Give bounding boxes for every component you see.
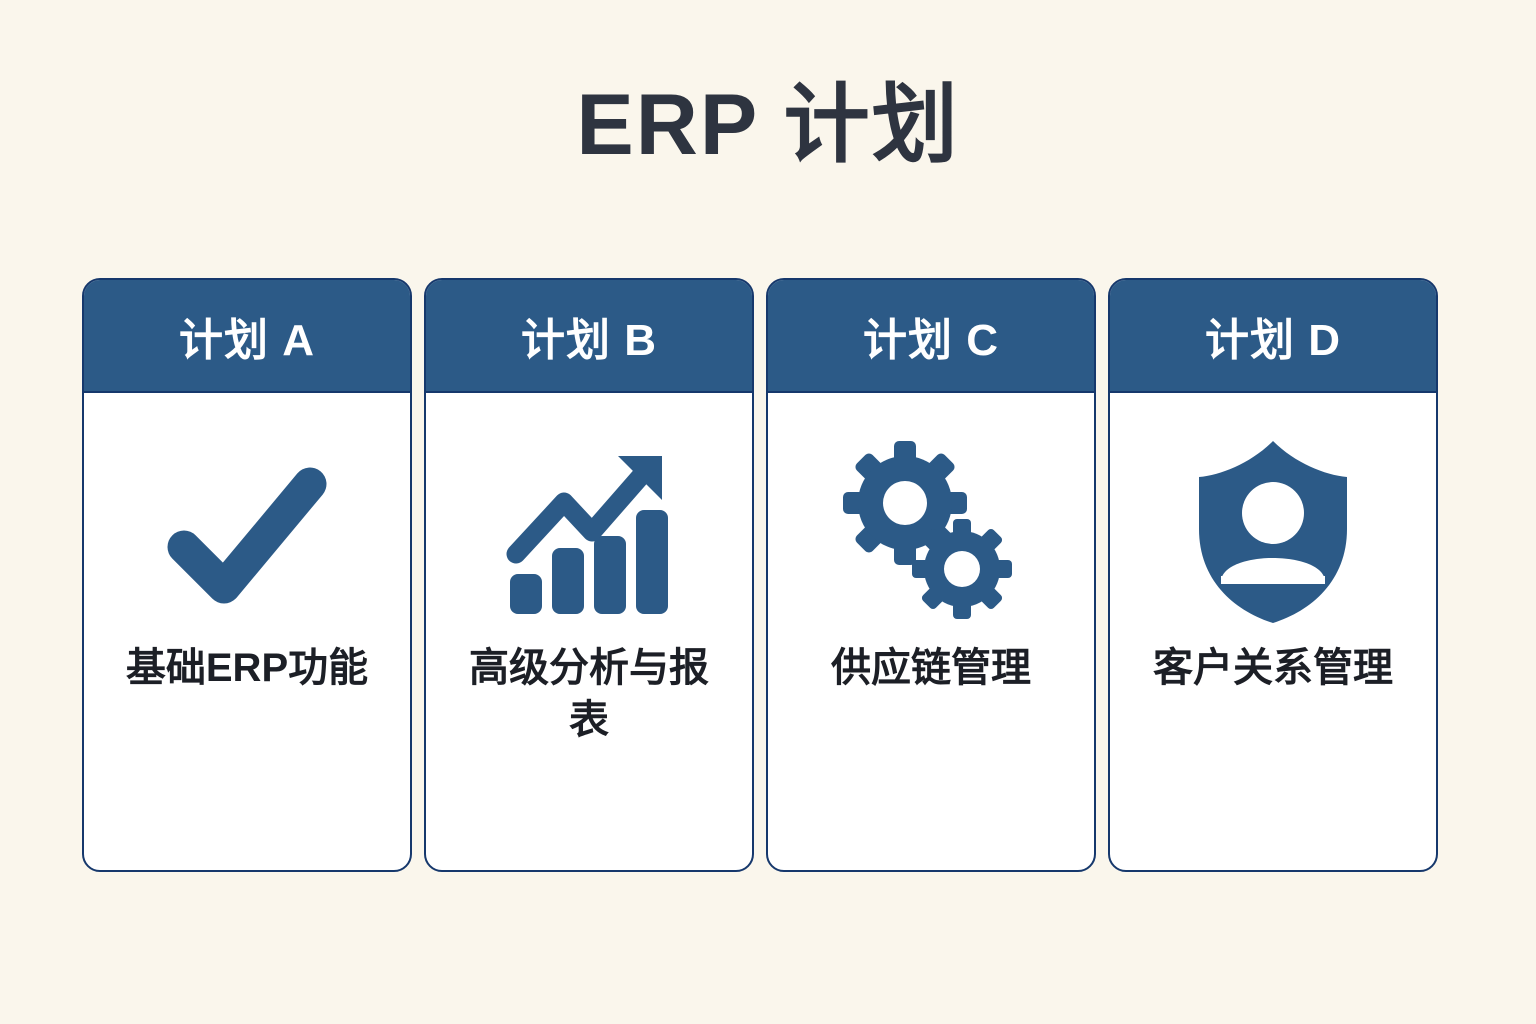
plan-card-c-header: 计划 C — [768, 280, 1094, 393]
plan-card-b-body: 高级分析与报表 — [426, 393, 752, 870]
plan-card-d-header: 计划 D — [1110, 280, 1436, 393]
plan-card-d-description: 客户关系管理 — [1153, 646, 1393, 690]
plan-card-a-description: 基础ERP功能 — [125, 646, 369, 690]
plan-card-a[interactable]: 计划 A 基础ERP功能 — [82, 278, 412, 872]
checkmark-icon — [152, 439, 342, 624]
plan-card-d[interactable]: 计划 D 客户关系管理 — [1108, 278, 1438, 872]
plan-card-c-description: 供应链管理 — [831, 646, 1031, 690]
shield-person-icon — [1178, 439, 1368, 624]
plan-card-d-body: 客户关系管理 — [1110, 393, 1436, 870]
plan-card-c-title: 计划 C — [863, 315, 999, 365]
plan-card-d-title: 计划 D — [1205, 315, 1341, 365]
plan-card-a-title: 计划 A — [179, 315, 315, 365]
plan-card-b-title: 计划 B — [521, 315, 657, 365]
plan-card-b-header: 计划 B — [426, 280, 752, 393]
gears-icon — [836, 439, 1026, 624]
plan-card-b[interactable]: 计划 B 高级分析与报表 — [424, 278, 754, 872]
plan-card-a-header: 计划 A — [84, 280, 410, 393]
growth-chart-icon — [494, 439, 684, 624]
page-title: ERP 计划 — [576, 77, 960, 173]
plan-card-c[interactable]: 计划 C — [766, 278, 1096, 872]
plan-card-a-body: 基础ERP功能 — [84, 393, 410, 870]
plan-card-b-description: 高级分析与报表 — [469, 646, 709, 742]
plan-cards-row: 计划 A 基础ERP功能 计划 B — [82, 278, 1438, 872]
plan-card-c-body: 供应链管理 — [768, 393, 1094, 870]
